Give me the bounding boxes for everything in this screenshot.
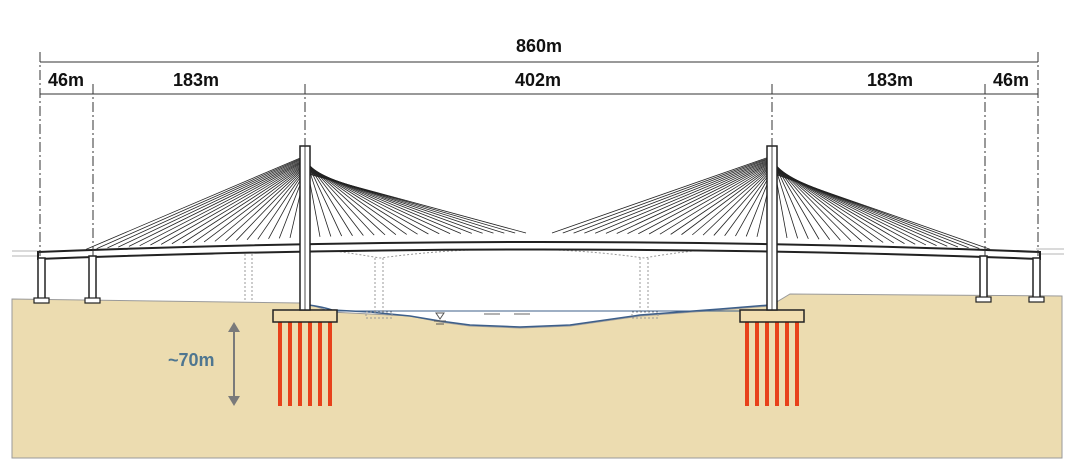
span-label-5: 46m [993,70,1029,90]
stay-cable [605,160,773,234]
span-label-1: 46m [48,70,84,90]
stay-cable [193,164,306,243]
stay-cable [160,161,306,245]
pile-group-left [278,322,332,406]
stay-cable [627,161,773,234]
piers [37,255,1041,301]
pier-bases [33,296,1045,304]
stay-cable [139,160,306,247]
stay-cable [225,167,306,242]
stay-cable [648,163,773,235]
stay-cable [692,167,773,236]
stay-cable [182,163,306,244]
stay-cable [96,156,306,249]
stay-cable [681,166,773,235]
stay-cable [107,157,306,249]
tower-left [299,145,311,311]
stay-cables [85,155,991,250]
water-level-icon [434,312,446,325]
stay-cable [562,156,773,234]
pile-group-right [745,322,799,406]
stay-cable [171,162,306,245]
stay-cable [735,171,773,237]
stay-cable [702,168,773,236]
depth-label: ~70m [168,350,215,370]
bridge-deck [37,241,1041,261]
stay-cable [85,155,306,250]
tower-right [766,145,778,311]
stay-cable [246,169,306,241]
pile-cap-right [739,309,805,323]
stay-cable [595,159,773,234]
stay-cable [128,159,306,247]
stay-cable [659,164,773,235]
stay-cable [551,155,773,234]
axis-lines [39,52,1039,256]
span-label-3: 402m [515,70,561,90]
stay-cable [573,157,773,234]
pile-cap-left [272,309,338,323]
stay-cable [616,161,773,234]
stay-cable [257,170,306,240]
stay-cable [214,166,306,242]
total-length-label: 860m [516,36,562,56]
stay-cable [236,168,306,241]
stay-cable [584,158,773,234]
stay-cable [150,161,306,246]
soil-ground [11,293,1063,459]
dimension-lines [40,61,1038,95]
stay-cable [771,172,991,250]
stay-cable [304,172,527,234]
stay-cable [203,165,306,243]
stay-cable [638,162,773,235]
stay-cable [713,169,773,236]
span-label-2: 183m [173,70,219,90]
stay-cable [670,165,773,235]
stay-cable [724,170,773,236]
stay-cable [118,158,306,248]
span-label-4: 183m [867,70,913,90]
depth-arrow [228,322,240,406]
stay-cable [268,171,306,240]
